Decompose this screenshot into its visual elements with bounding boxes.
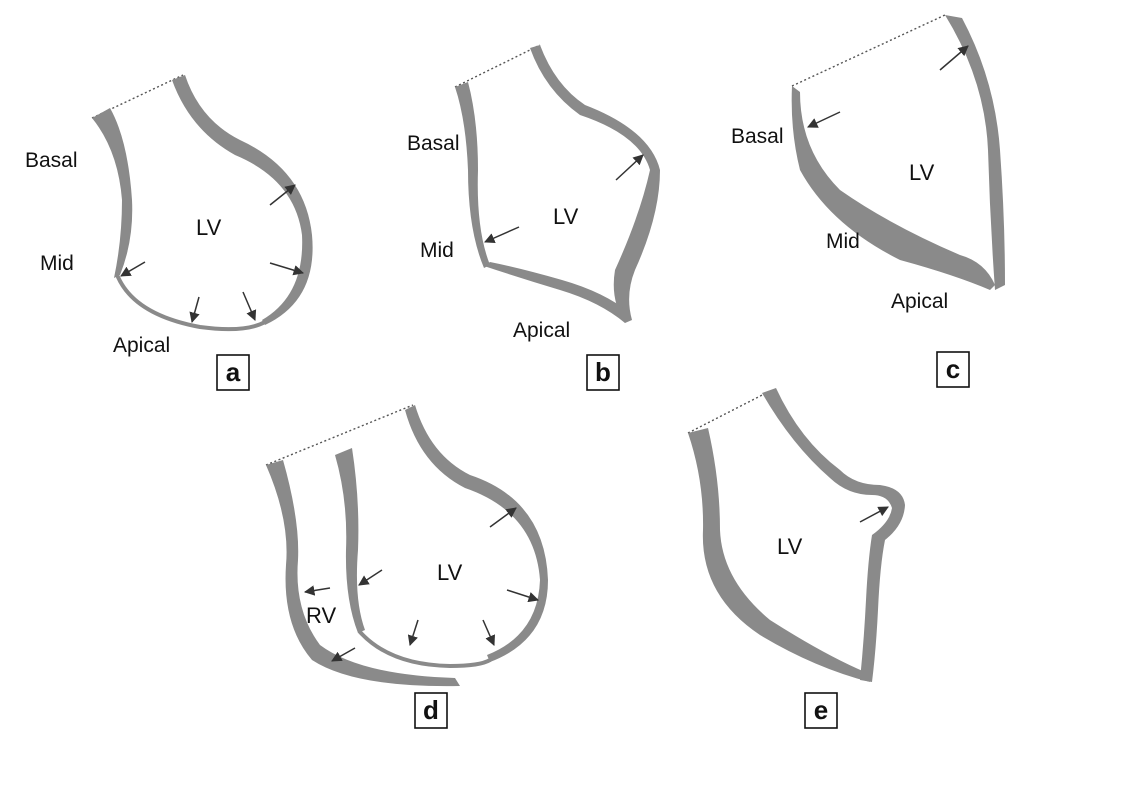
valve-plane-line [791, 14, 946, 87]
rv-wall-motion-arrow [331, 647, 356, 662]
panel-b: Basal Mid Apical LV b [407, 44, 660, 391]
panel-letter: e [814, 695, 828, 725]
wall-motion-arrow [859, 506, 889, 523]
wall-motion-arrow [615, 154, 644, 181]
lv-lateral-wall [405, 405, 548, 662]
apical-label: Apical [113, 334, 170, 357]
wall-motion-arrow [120, 261, 146, 277]
apical-wall [484, 262, 630, 323]
lateral-wall-aneurysm [762, 388, 905, 682]
lateral-wall [530, 45, 660, 323]
lv-label: LV [777, 534, 803, 559]
panel-letter-box [586, 354, 620, 391]
lv-label: LV [196, 215, 222, 240]
panel-letter: c [946, 354, 960, 384]
panel-letter: d [423, 695, 439, 725]
lv-label: LV [437, 560, 463, 585]
panel-letter-box [414, 692, 448, 729]
apical-label: Apical [891, 290, 948, 313]
septal-wall [335, 448, 365, 633]
wall-motion-arrow [358, 569, 383, 586]
wall-motion-arrow [489, 507, 517, 528]
lateral-wall [945, 15, 1005, 290]
valve-plane-line [454, 44, 541, 88]
panel-letter-box [804, 692, 838, 729]
wall-motion-arrow [269, 262, 305, 276]
panel-letter-box [936, 351, 970, 388]
mid-label: Mid [40, 252, 74, 275]
wall-motion-arrow [407, 619, 419, 647]
panel-a: Basal Mid Apical LV a [25, 74, 313, 391]
wall-motion-arrow [807, 111, 841, 128]
valve-plane-line [265, 404, 414, 466]
lv-label: LV [553, 204, 579, 229]
apical-wall [116, 275, 267, 332]
wall-motion-arrow [189, 296, 200, 324]
valve-plane-line [91, 74, 184, 119]
panel-letter: b [595, 357, 611, 387]
apical-wall [791, 86, 995, 290]
panel-letter-box [216, 354, 250, 391]
wall-motion-arrow [269, 184, 296, 206]
valve-plane-line [687, 389, 773, 434]
lv-apical-wall [358, 630, 492, 668]
rv-wall-motion-arrow [303, 585, 331, 596]
basal-label: Basal [25, 149, 78, 172]
wall-motion-arrow [939, 45, 969, 71]
wall-motion-arrow [242, 291, 257, 321]
panel-letter: a [226, 357, 241, 387]
apical-label: Apical [513, 319, 570, 342]
septal-wall [688, 428, 870, 682]
wall-motion-arrow [506, 589, 539, 603]
panel-e: LV e [687, 388, 905, 729]
mid-label: Mid [826, 230, 860, 253]
septal-wall [455, 82, 490, 268]
mid-label: Mid [420, 239, 454, 262]
lv-label: LV [909, 160, 935, 185]
wall-motion-arrow [482, 619, 495, 646]
septal-wall [92, 108, 133, 278]
basal-label: Basal [407, 132, 460, 155]
lateral-wall [172, 75, 313, 325]
wall-motion-arrow [484, 226, 520, 243]
rv-label: RV [306, 603, 336, 628]
basal-label: Basal [731, 125, 784, 148]
rv-free-wall [266, 460, 460, 687]
panel-d: RV LV d [265, 404, 548, 729]
panel-c: Basal Mid Apical LV c [731, 14, 1005, 388]
